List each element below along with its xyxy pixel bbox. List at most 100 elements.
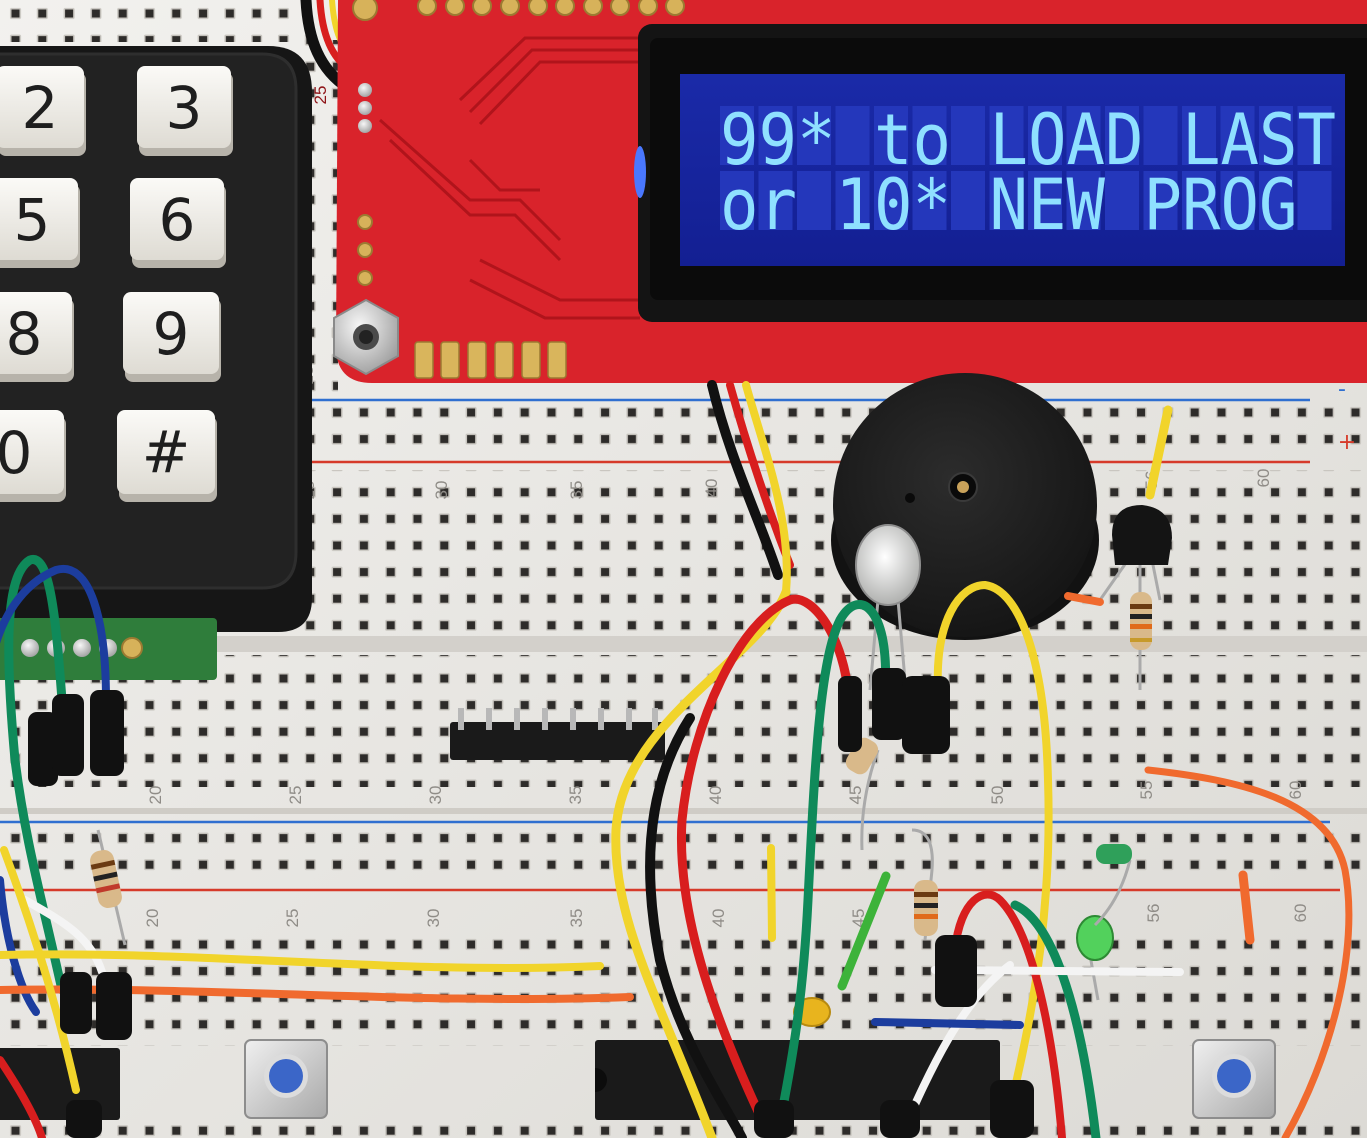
lcd-character-cell xyxy=(989,171,1024,230)
wire-green-lower xyxy=(1010,900,1101,1138)
column-number: 55 xyxy=(1137,781,1156,800)
key-label: 2 xyxy=(22,74,59,142)
column-number: 45 xyxy=(846,786,865,805)
keypad-key-hash: # xyxy=(117,410,217,502)
key-label: 8 xyxy=(6,300,43,368)
column-number: 35 xyxy=(567,909,586,928)
wire-yellow-short xyxy=(767,844,776,942)
wire-white-left xyxy=(21,896,106,976)
keypad-key-5: 5 xyxy=(0,178,80,268)
wire-orange-short xyxy=(1238,870,1255,945)
wire-yellow-long xyxy=(0,950,604,972)
column-number: 60 xyxy=(1254,469,1273,488)
lcd-character-cell xyxy=(1220,106,1255,165)
lcd-character-cell xyxy=(1220,171,1255,230)
pin-header-strip xyxy=(450,708,665,760)
wire-orange-top xyxy=(1064,592,1104,606)
wire-yellow-lcd xyxy=(742,381,791,596)
lcd-character-cell xyxy=(1028,171,1062,230)
column-number: 40 xyxy=(702,479,721,498)
lcd-character-cell xyxy=(720,106,754,165)
keypad-key-9: 9 xyxy=(123,292,221,382)
lcd-character-cell xyxy=(874,171,908,230)
lcd-character-cell xyxy=(1066,171,1101,230)
column-number: 60 xyxy=(1286,781,1305,800)
resistor-upper-right xyxy=(1130,570,1152,690)
wire-orange-right-loop xyxy=(1144,766,1353,1138)
lcd-character-cell xyxy=(835,106,870,165)
pcb-traces xyxy=(379,36,640,320)
column-number: 56 xyxy=(1144,904,1163,923)
key-label: # xyxy=(142,418,191,486)
wire-green-left xyxy=(4,554,67,995)
wire-red-loop xyxy=(676,594,855,1125)
lcd-character-cell xyxy=(951,106,985,165)
wire-yellow-left-down xyxy=(0,846,80,1094)
wire-black-loop xyxy=(645,713,747,1138)
rail-minus-sign: - xyxy=(1338,377,1346,402)
keypad-key-6: 6 xyxy=(130,178,226,268)
resistor-lower-left xyxy=(90,829,127,946)
column-number: 40 xyxy=(709,909,728,928)
wire-yellow-top-right xyxy=(1145,405,1173,500)
wire-red-lower xyxy=(951,890,1066,1138)
green-led xyxy=(1076,915,1114,1001)
column-number: 30 xyxy=(426,786,445,805)
column-number: 40 xyxy=(706,786,725,805)
key-label: 9 xyxy=(153,300,190,368)
lcd-character-cell xyxy=(912,171,947,230)
wire-plugs xyxy=(28,668,1034,1138)
lcd-character-cell xyxy=(1066,106,1101,165)
lcd-character-cell xyxy=(758,106,793,165)
jumper-wires xyxy=(0,380,1353,1138)
lcd-character-cell xyxy=(1297,106,1332,165)
pcb-top-pads xyxy=(352,0,685,21)
push-button-left xyxy=(244,1039,328,1119)
lcd-character-cell xyxy=(758,171,793,230)
column-number: 30 xyxy=(424,909,443,928)
lcd-character-cell xyxy=(797,106,831,165)
column-number: 30 xyxy=(432,481,451,500)
lcd-character-grid xyxy=(720,106,1332,230)
wire-blue-short xyxy=(871,1018,1024,1029)
key-label: 0 xyxy=(0,419,32,487)
lcd-character-cell xyxy=(951,171,985,230)
lcd-character-cell xyxy=(1182,106,1216,165)
key-label: 6 xyxy=(159,186,196,254)
column-number: 50 xyxy=(988,786,1007,805)
wire-blue-left-lower xyxy=(0,876,40,1016)
green-inductor xyxy=(1093,844,1132,927)
lcd-character-cell xyxy=(1028,106,1062,165)
keypad: 2 3 5 6 8 9 0 xyxy=(0,46,312,680)
column-number: 20 xyxy=(146,786,165,805)
lcd-line-2: or 10* NEW PROG xyxy=(720,164,1298,246)
keypad-key-3: 3 xyxy=(137,66,233,156)
keypad-key-8: 8 xyxy=(0,292,74,382)
lcd-character-cell xyxy=(1105,171,1139,230)
pcb-side-pads xyxy=(357,214,373,286)
key-label: 5 xyxy=(14,186,51,254)
standoff-nut xyxy=(333,298,399,376)
key-label: 3 xyxy=(166,74,203,142)
lcd-character-cell xyxy=(874,106,908,165)
lcd-character-cell xyxy=(1259,171,1293,230)
wire-black-lcd xyxy=(707,380,783,580)
push-button-right xyxy=(1192,1039,1276,1119)
lcd-backlight-glow xyxy=(634,146,646,198)
lcd-character-cell xyxy=(1143,171,1178,230)
lcd-character-cell xyxy=(797,171,831,230)
rail-plus-sign: + xyxy=(1338,430,1356,455)
pcb-bottom-pads xyxy=(414,341,567,379)
lcd-character-cell xyxy=(835,171,870,230)
middle-column-numbers: 20 25 30 35 40 45 50 55 60 xyxy=(146,781,1305,805)
wire-green-short xyxy=(837,871,891,991)
column-number: 60 xyxy=(1291,904,1310,923)
lower-column-numbers: 20 25 30 35 40 45 56 60 xyxy=(143,904,1310,928)
column-number: 35 xyxy=(567,481,586,500)
wire-green-loop xyxy=(777,600,891,1117)
lcd-module: 99* to LOAD LAST or 10* NEW PROG xyxy=(634,24,1367,322)
lcd-character-cell xyxy=(1297,171,1332,230)
lcd-character-cell xyxy=(720,171,754,230)
